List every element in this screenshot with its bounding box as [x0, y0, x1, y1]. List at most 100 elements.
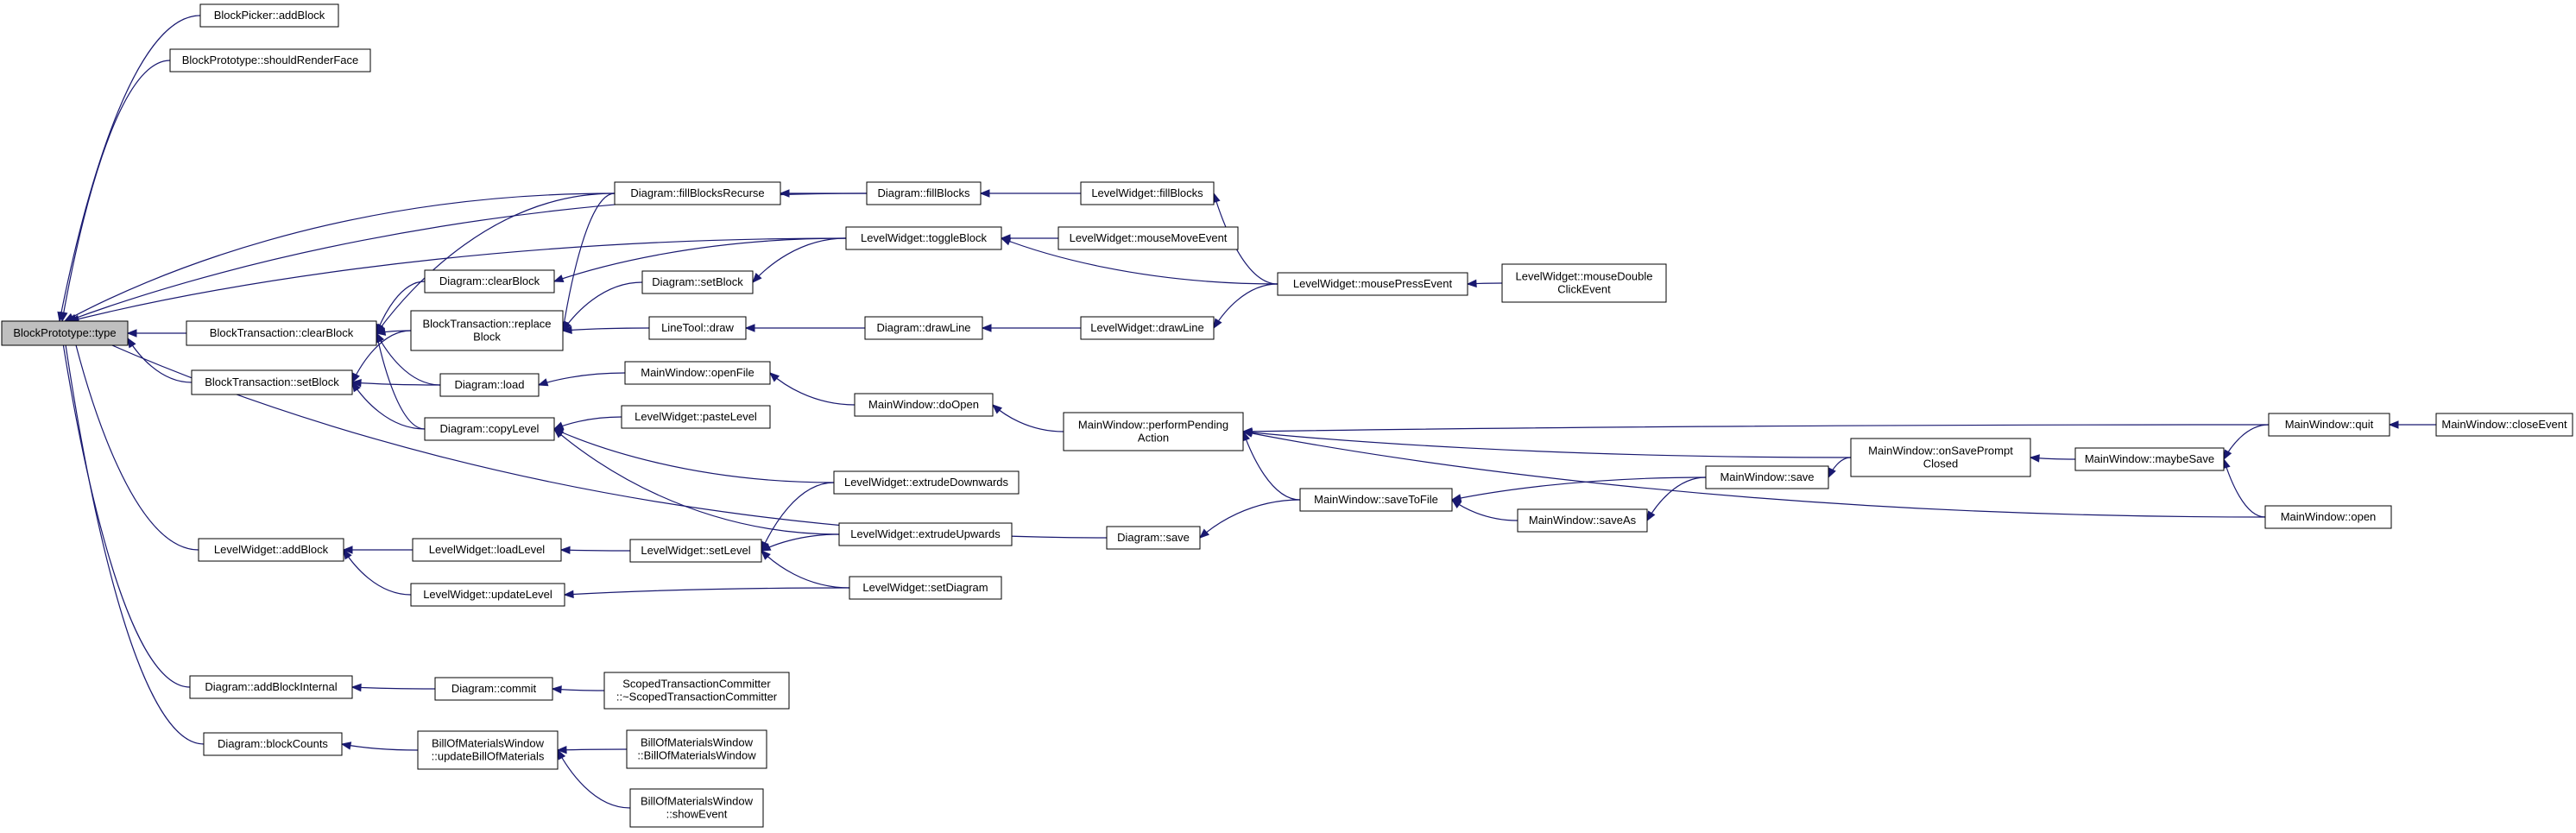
node-box-mwDoOpen[interactable]: [854, 393, 994, 417]
node-lwAdd[interactable]: LevelWidget::addBlock: [198, 538, 344, 562]
node-lwDrawLine[interactable]: LevelWidget::drawLine: [1080, 316, 1215, 340]
node-lwLoad[interactable]: LevelWidget::loadLevel: [412, 538, 562, 562]
node-box-lwDrawLine[interactable]: [1080, 316, 1215, 340]
node-box-dFill[interactable]: [866, 181, 982, 205]
node-mwSaveToFile[interactable]: MainWindow::saveToFile: [1299, 488, 1453, 512]
node-dSave[interactable]: Diagram::save: [1106, 526, 1201, 550]
node-bomCtor[interactable]: BillOfMaterialsWindow::BillOfMaterialsWi…: [626, 729, 767, 769]
node-mwClose[interactable]: MainWindow::closeEvent: [2435, 413, 2573, 437]
node-dSet[interactable]: Diagram::setBlock: [641, 270, 754, 294]
node-box-lwToggle[interactable]: [845, 226, 1002, 250]
node-mwSaveAs[interactable]: MainWindow::saveAs: [1517, 508, 1648, 533]
node-dCommit[interactable]: Diagram::commit: [434, 677, 553, 701]
node-lwToggle[interactable]: LevelWidget::toggleBlock: [845, 226, 1002, 250]
node-box-dDrawLine[interactable]: [864, 316, 983, 340]
node-mwQuit[interactable]: MainWindow::quit: [2268, 413, 2390, 437]
node-box-lwUpdate[interactable]: [410, 583, 565, 607]
node-box-dClear[interactable]: [424, 269, 555, 293]
node-mwOpen[interactable]: MainWindow::open: [2264, 505, 2392, 529]
node-lwFill[interactable]: LevelWidget::fillBlocks: [1080, 181, 1215, 205]
node-box-lwMouseDbl[interactable]: [1501, 263, 1667, 303]
node-box-mwOnSave[interactable]: [1850, 438, 2031, 477]
node-dLoad[interactable]: Diagram::load: [439, 373, 540, 397]
node-box-dLoad[interactable]: [439, 373, 540, 397]
node-btClear[interactable]: BlockTransaction::clearBlock: [186, 320, 377, 346]
arrowhead-mwQuit-to-mwMaybe: [2223, 449, 2232, 461]
node-box-btSet[interactable]: [191, 369, 353, 395]
node-box-mwSaveToFile[interactable]: [1299, 488, 1453, 512]
node-dCopy[interactable]: Diagram::copyLevel: [424, 417, 555, 441]
node-box-picker[interactable]: [199, 3, 339, 28]
node-box-bomCtor[interactable]: [626, 729, 767, 769]
node-box-shouldRender[interactable]: [169, 48, 371, 73]
node-lwMouseMove[interactable]: LevelWidget::mouseMoveEvent: [1058, 226, 1239, 250]
node-shouldRender[interactable]: BlockPrototype::shouldRenderFace: [169, 48, 371, 73]
node-box-dSet[interactable]: [641, 270, 754, 294]
node-lwPaste[interactable]: LevelWidget::pasteLevel: [621, 405, 771, 429]
node-box-dSave[interactable]: [1106, 526, 1201, 550]
node-box-lwSetDiagram[interactable]: [849, 576, 1002, 600]
node-box-mwClose[interactable]: [2435, 413, 2573, 437]
node-lwSetLevel[interactable]: LevelWidget::setLevel: [629, 539, 762, 563]
node-box-lwPaste[interactable]: [621, 405, 771, 429]
node-lwExtUp[interactable]: LevelWidget::extrudeUpwards: [838, 522, 1013, 546]
node-lwMousePress[interactable]: LevelWidget::mousePressEvent: [1277, 272, 1468, 296]
node-box-bomUpdate[interactable]: [417, 730, 559, 770]
node-box-mwMaybe[interactable]: [2074, 447, 2225, 471]
node-dFillRec[interactable]: Diagram::fillBlocksRecurse: [614, 181, 781, 205]
node-box-mwSave[interactable]: [1705, 465, 1829, 489]
node-box-lwFill[interactable]: [1080, 181, 1215, 205]
node-bomShow[interactable]: BillOfMaterialsWindow::showEvent: [629, 788, 764, 828]
node-picker[interactable]: BlockPicker::addBlock: [199, 3, 339, 28]
node-box-mwSaveAs[interactable]: [1517, 508, 1648, 533]
node-box-btClear[interactable]: [186, 320, 377, 346]
arrowhead-mwDoOpen-to-mwOpenFile: [768, 372, 780, 382]
node-box-mwQuit[interactable]: [2268, 413, 2390, 437]
node-box-root[interactable]: [1, 320, 129, 346]
node-label-btClear-0: BlockTransaction::clearBlock: [210, 326, 354, 339]
node-box-lwLoad[interactable]: [412, 538, 562, 562]
node-dClear[interactable]: Diagram::clearBlock: [424, 269, 555, 293]
node-box-lwExtUp[interactable]: [838, 522, 1013, 546]
node-dCounts[interactable]: Diagram::blockCounts: [203, 732, 343, 756]
node-stc[interactable]: ScopedTransactionCommitter::~ScopedTrans…: [603, 672, 790, 710]
arrowhead-bomCtor-to-bomUpdate: [556, 745, 567, 754]
node-box-dFillRec[interactable]: [614, 181, 781, 205]
node-box-lwSetLevel[interactable]: [629, 539, 762, 563]
node-box-stc[interactable]: [603, 672, 790, 710]
node-box-btReplace[interactable]: [410, 310, 564, 351]
node-dAddInt[interactable]: Diagram::addBlockInternal: [189, 675, 353, 699]
node-box-lwAdd[interactable]: [198, 538, 344, 562]
node-dFill[interactable]: Diagram::fillBlocks: [866, 181, 982, 205]
node-root[interactable]: BlockPrototype::type: [1, 320, 129, 346]
node-label-lwMouseMove-0: LevelWidget::mouseMoveEvent: [1070, 231, 1228, 244]
node-box-dCounts[interactable]: [203, 732, 343, 756]
node-mwSave[interactable]: MainWindow::save: [1705, 465, 1829, 489]
node-box-dAddInt[interactable]: [189, 675, 353, 699]
node-box-lwMouseMove[interactable]: [1058, 226, 1239, 250]
node-mwOpenFile[interactable]: MainWindow::openFile: [624, 361, 771, 385]
node-mwDoOpen[interactable]: MainWindow::doOpen: [854, 393, 994, 417]
node-box-ltDraw[interactable]: [648, 316, 747, 340]
node-lwSetDiagram[interactable]: LevelWidget::setDiagram: [849, 576, 1002, 600]
node-box-mwOpen[interactable]: [2264, 505, 2392, 529]
node-lwExtDown[interactable]: LevelWidget::extrudeDownwards: [833, 470, 1020, 495]
node-box-dCommit[interactable]: [434, 677, 553, 701]
node-btSet[interactable]: BlockTransaction::setBlock: [191, 369, 353, 395]
node-label-stc-0: ScopedTransactionCommitter: [622, 678, 771, 691]
node-box-lwMousePress[interactable]: [1277, 272, 1468, 296]
node-box-mwPerform[interactable]: [1063, 412, 1244, 451]
node-bomUpdate[interactable]: BillOfMaterialsWindow::updateBillOfMater…: [417, 730, 559, 770]
node-box-bomShow[interactable]: [629, 788, 764, 828]
node-box-dCopy[interactable]: [424, 417, 555, 441]
node-box-mwOpenFile[interactable]: [624, 361, 771, 385]
node-mwMaybe[interactable]: MainWindow::maybeSave: [2074, 447, 2225, 471]
node-dDrawLine[interactable]: Diagram::drawLine: [864, 316, 983, 340]
node-box-lwExtDown[interactable]: [833, 470, 1020, 495]
node-lwUpdate[interactable]: LevelWidget::updateLevel: [410, 583, 565, 607]
node-ltDraw[interactable]: LineTool::draw: [648, 316, 747, 340]
